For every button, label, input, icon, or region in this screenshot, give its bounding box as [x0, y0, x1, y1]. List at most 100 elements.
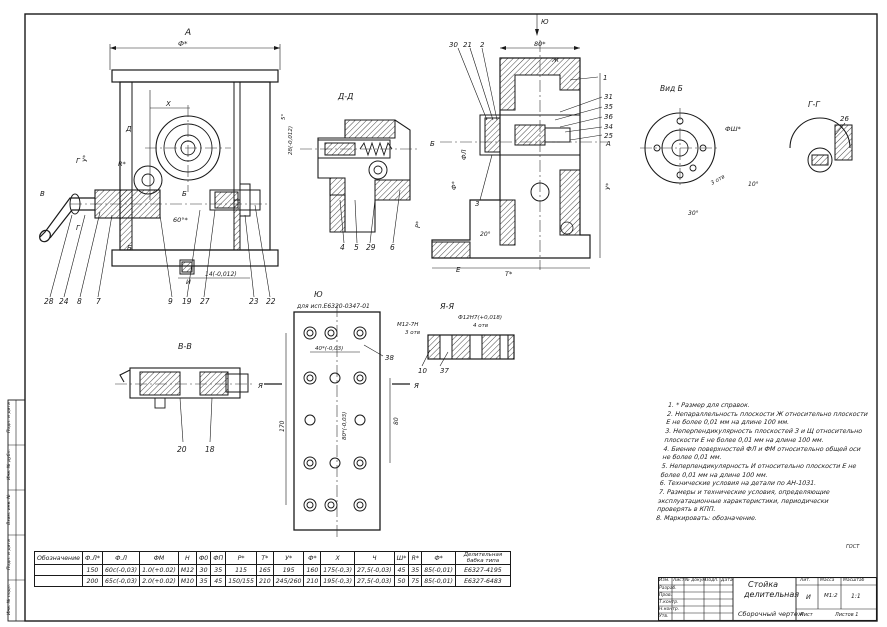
note-4: 4. Биение поверхностей ФЛ и ФМ относител…: [662, 445, 862, 462]
holes-3: 3 отв: [710, 174, 726, 187]
part-21: 21: [463, 41, 472, 49]
part-22: 22: [266, 297, 276, 306]
variants-table: Обозначение Ф.Л* Ф.Л ФМ Н Ф0 ФП Р* Т* У*…: [34, 551, 511, 587]
dim-14: 14(-0,012): [205, 271, 237, 278]
table-cell: 150/155: [225, 575, 257, 587]
part-26: 26: [840, 115, 849, 123]
table-cell: 85(-0,01): [421, 575, 456, 587]
title-letter-value: И: [806, 593, 811, 601]
title-scale-value: 1:1: [851, 593, 861, 600]
letter-b2: Б: [182, 190, 187, 198]
table-cell: М12: [177, 564, 197, 576]
side-stamp-1: Подп. и дата: [6, 402, 12, 433]
table-header: Ш*: [393, 551, 410, 565]
table-cell: 27,5(-0,03): [354, 564, 395, 576]
title-mass-value: М1:2: [824, 593, 838, 599]
table-cell: М10: [177, 575, 197, 587]
table-header-row: Обозначение Ф.Л* Ф.Л ФМ Н Ф0 ФП Р* Т* У*…: [34, 551, 511, 565]
dim-x: X: [165, 100, 171, 108]
title-row-list: Лист: [673, 578, 685, 583]
table-header: Т*: [255, 551, 274, 565]
table-cell: 35: [210, 564, 227, 576]
table-note-mark: ГОСТ: [846, 544, 860, 550]
part-27: 27: [200, 297, 210, 306]
letter-v: В: [40, 190, 45, 198]
title-row-date: Дата: [721, 578, 733, 583]
view-yu: Ю для исп.Е6320-0347-01 40*(-0,03) 170 8…: [257, 290, 419, 538]
dim-phi12: Ф12Н7(+0,018): [458, 315, 502, 321]
table-cell: 2.0(+0.02): [139, 575, 179, 587]
part-1: 1: [603, 74, 607, 82]
letter-b: Б: [127, 244, 132, 252]
table-header: ФП: [210, 551, 227, 565]
part-30: 30: [449, 41, 458, 49]
table-row: 200 65с(-0,03) 2.0(+0.02) М10 35 45 150/…: [34, 575, 511, 587]
dim-30deg: 30°: [688, 210, 699, 217]
table-cell: 200: [81, 575, 103, 587]
yu-variant-note: для исп.Е6320-0347-01: [296, 303, 370, 310]
dim-5deg: 5°: [281, 114, 287, 120]
table-cell: 30: [195, 564, 212, 576]
title-scale: Масштаб: [843, 578, 865, 583]
sheet-frame: [24, 13, 878, 622]
table-header: Ф0: [195, 551, 212, 565]
letter-ya: Я: [257, 382, 263, 390]
table-header: Х: [320, 551, 355, 565]
dim-phi-star: Ф*: [178, 40, 188, 48]
table-cell: [34, 564, 83, 576]
arrow-yu-label: Ю: [541, 18, 549, 26]
letter-a2: А: [605, 140, 611, 148]
dim-u-star: У*: [81, 154, 89, 162]
part-25: 25: [604, 132, 613, 140]
table-header: Обозначение: [34, 551, 83, 565]
view-vid-b-label: Вид Б: [660, 84, 683, 93]
table-cell: 210: [255, 575, 274, 587]
part-34: 34: [604, 123, 613, 131]
note-3: 3. Неперпендикулярность плоскостей З и Щ…: [664, 428, 863, 444]
title-role-utv: Утв.: [659, 614, 669, 619]
title-row-doc: № докум.: [685, 578, 708, 583]
side-stamp-frame: [7, 399, 26, 622]
table-cell: 165: [255, 564, 274, 576]
table-header: Р*: [225, 551, 257, 565]
title-role-nkontr: Н.контр.: [659, 607, 680, 612]
table-cell: 245/260: [272, 575, 305, 587]
dim-t-star: Т*: [505, 270, 513, 278]
title-doc-type: Сборочный чертеж: [738, 610, 804, 618]
note-2: 2. Непараллельность плоскости Ж относите…: [665, 410, 869, 427]
view-dd-label: Д-Д: [337, 92, 353, 101]
dim-phi-w: ФШ*: [725, 125, 742, 133]
part-4: 4: [340, 243, 345, 252]
technical-requirements: 1. * Размер для справок. 2. Непараллельн…: [656, 402, 874, 524]
table-header: Ф.Л*: [81, 551, 103, 565]
part-38: 38: [385, 354, 394, 362]
part-7: 7: [96, 297, 101, 306]
table-header: ФМ: [139, 551, 179, 565]
part-23: 23: [249, 297, 259, 306]
side-stamp-5: Инв. № подл.: [7, 583, 13, 616]
part-5: 5: [354, 243, 359, 252]
part-18: 18: [205, 445, 215, 454]
letter-d: Д: [125, 125, 132, 133]
dim-p-star: Р*: [414, 220, 422, 228]
title-block: [658, 577, 877, 621]
view-a: A Ф* X: [39, 28, 281, 306]
view-gg: Г-Г 26: [789, 100, 853, 173]
side-stamp-4: Подп. и дата: [6, 539, 12, 570]
view-gg-label: Г-Г: [808, 100, 820, 109]
table-cell: Е6327-6483: [454, 575, 511, 587]
view-dd: Д-Д 28(-0,012) 5° 4 5 29 6 Р*: [281, 92, 422, 252]
side-stamp-3: Взам. инв. №: [6, 494, 12, 525]
dim-d-star: Ф*: [450, 180, 458, 190]
table-cell: 65с(-0,03): [101, 575, 141, 587]
side-stamp-2: Инв. № дубл.: [6, 449, 12, 480]
dim-170: 170: [279, 420, 286, 432]
title-sheets: Листов 1: [835, 612, 859, 618]
dim-phi-l: ФЛ: [460, 149, 468, 160]
table-header: Ч: [354, 551, 395, 565]
table-header: Делительная бабка типа: [454, 551, 511, 565]
part-3: 3: [475, 200, 479, 208]
title-role-tkontr: Т.контр.: [659, 600, 679, 605]
table-cell: [34, 575, 83, 587]
